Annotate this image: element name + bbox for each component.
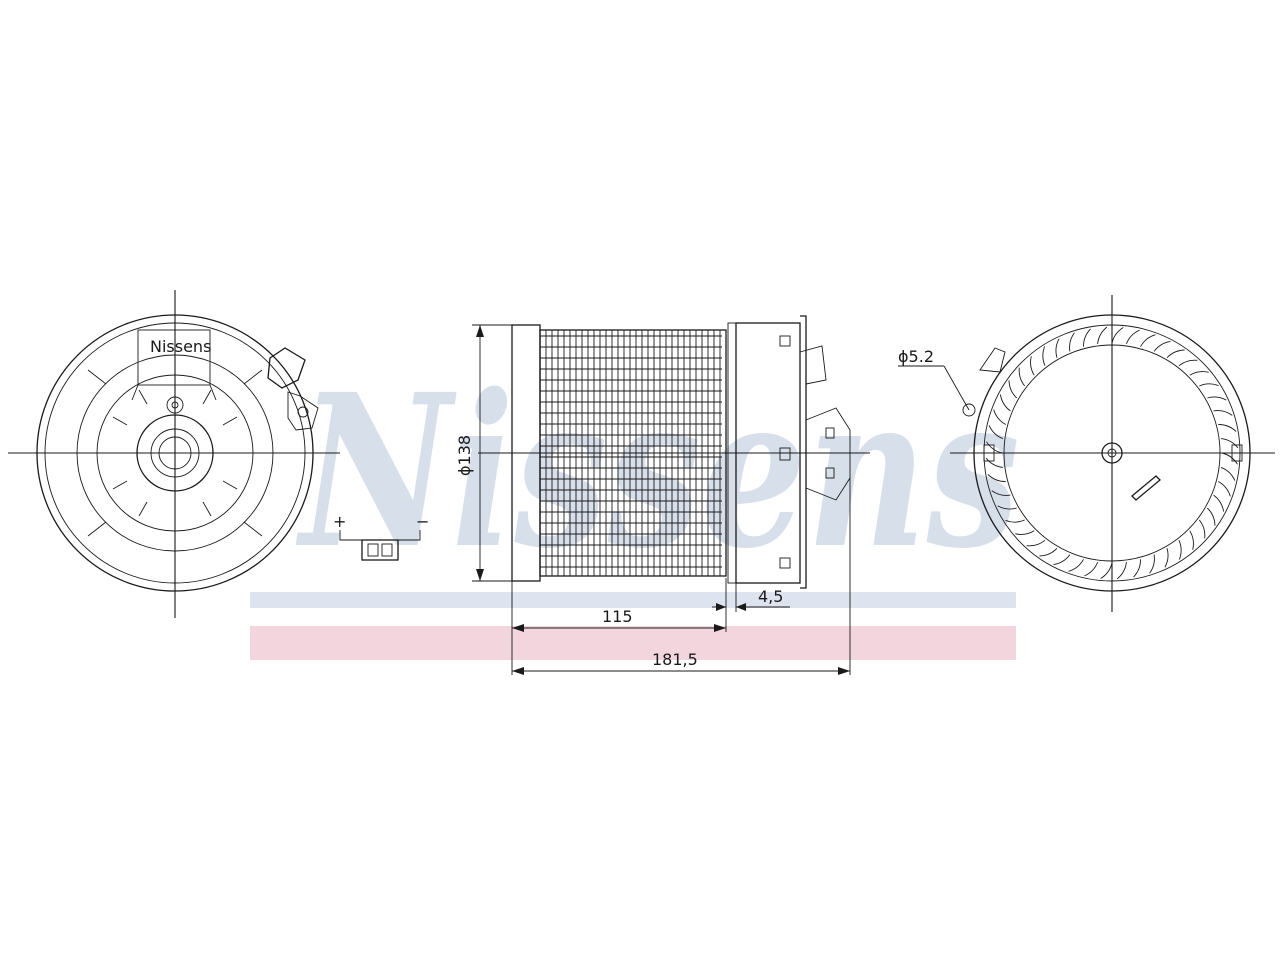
side-view: ϕ138 115 4,5 181,5	[455, 315, 870, 675]
rear-view: ϕ5.2	[898, 295, 1275, 612]
impeller-blade	[1026, 539, 1046, 547]
watermark-stripe-blue	[250, 592, 1016, 608]
impeller-blade	[1164, 548, 1169, 568]
impeller-blade	[1221, 452, 1238, 465]
dimension-4-5: 4,5	[712, 583, 790, 612]
impeller-blade	[1084, 561, 1099, 577]
connector-symbol: + −	[333, 512, 429, 561]
impeller-blade	[991, 490, 1011, 496]
impeller-blade	[988, 425, 1004, 440]
impeller-blade	[1111, 327, 1124, 344]
impeller-blade	[1199, 383, 1219, 387]
impeller-blade	[1005, 519, 1025, 523]
impeller-blade	[1213, 494, 1225, 512]
impeller-blade	[1207, 396, 1227, 401]
impeller-blade	[1083, 328, 1091, 347]
front-ribs	[52, 333, 298, 575]
dim-4-5-label: 4,5	[758, 587, 783, 606]
rear-blades	[985, 326, 1239, 580]
dimension-diameter: ϕ138	[455, 324, 512, 582]
impeller-blade	[993, 409, 1006, 425]
impeller-blade	[1166, 349, 1185, 359]
connector-plus: +	[333, 512, 346, 531]
impeller-blade	[1100, 562, 1113, 579]
diameter-label: ϕ138	[455, 435, 474, 476]
impeller-blade	[1053, 554, 1071, 566]
watermark-text: Nissens	[295, 348, 1020, 595]
impeller-blade	[997, 505, 1017, 510]
impeller-blade	[1069, 332, 1075, 352]
impeller-blade	[1140, 334, 1156, 347]
impeller-blade	[986, 441, 1003, 454]
impeller-blade	[1220, 466, 1236, 481]
dim-181-5-label: 181,5	[652, 650, 698, 669]
dimension-115: 115	[511, 578, 727, 675]
front-view-label: Nissens	[150, 337, 211, 356]
dim-115-label: 115	[602, 607, 633, 626]
impeller-blade	[1018, 367, 1026, 387]
watermark: Nissens	[250, 348, 1020, 660]
impeller-blade	[1178, 540, 1182, 560]
front-view: Nissens	[8, 290, 340, 618]
impeller-blade	[1116, 562, 1127, 580]
impeller-blade	[999, 394, 1011, 412]
impeller-blade	[1015, 530, 1035, 535]
impeller-blade	[1042, 346, 1046, 366]
impeller-blade	[1097, 326, 1108, 344]
impeller-blade	[1125, 329, 1140, 345]
impeller-blade	[987, 474, 1006, 482]
impeller-blade	[1008, 380, 1018, 399]
connector-minus: −	[416, 512, 429, 531]
hole-label: ϕ5.2	[898, 347, 934, 366]
impeller-blade	[1153, 340, 1171, 352]
wheel-fins	[540, 330, 722, 576]
dimension-181-5: 181,5	[512, 478, 851, 675]
watermark-stripe-red	[250, 626, 1016, 660]
impeller-blade	[1213, 410, 1233, 416]
impeller-blade	[1189, 530, 1194, 550]
impeller-blade	[1178, 359, 1198, 367]
impeller-blade	[1198, 519, 1206, 539]
impeller-blade	[985, 457, 1003, 468]
impeller-blade	[1039, 547, 1058, 557]
impeller-blade	[1218, 481, 1231, 497]
impeller-blade	[1149, 554, 1155, 574]
impeller-blade	[1221, 438, 1239, 449]
impeller-blade	[1206, 507, 1216, 526]
impeller-blade	[1055, 338, 1060, 358]
impeller-blade	[1133, 559, 1141, 578]
impeller-blade	[1218, 424, 1237, 432]
impeller-blade	[1068, 559, 1084, 572]
impeller-blade	[1030, 356, 1035, 376]
impeller-blade	[1189, 371, 1209, 376]
